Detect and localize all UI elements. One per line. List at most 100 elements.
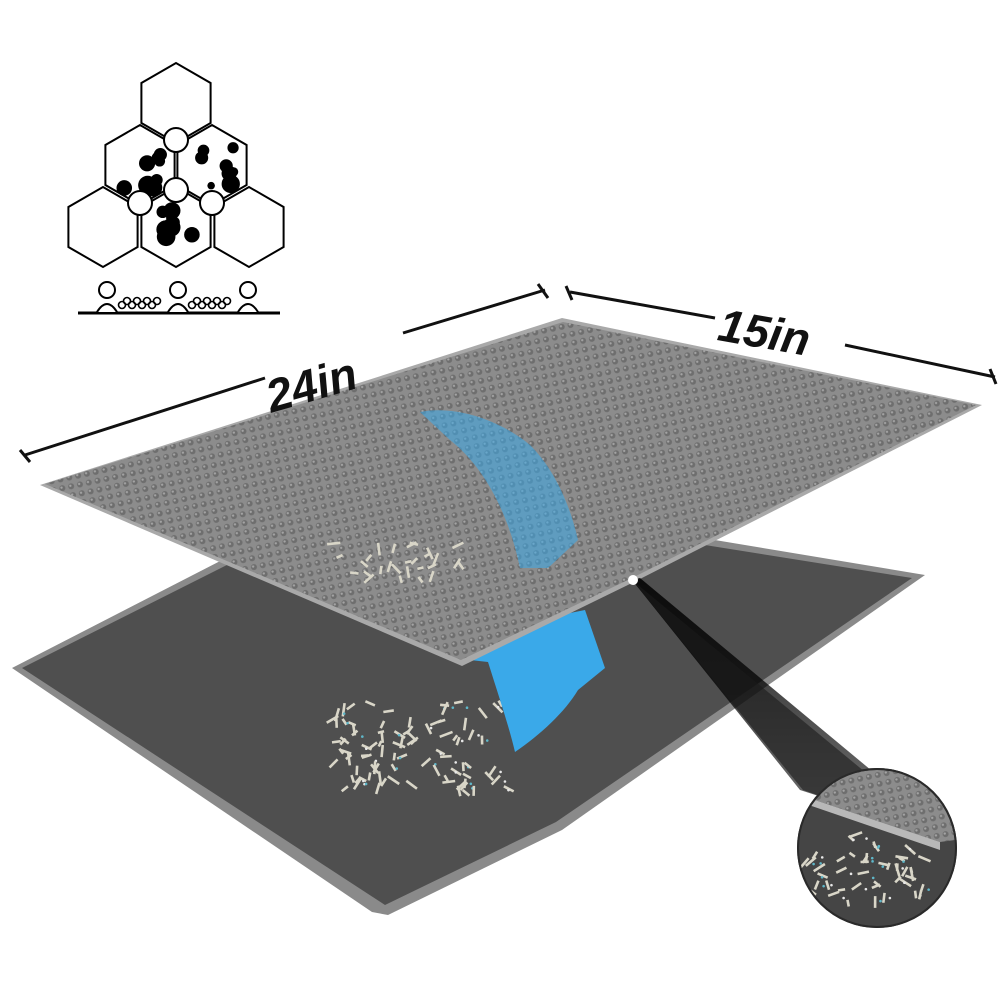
litter-piece [452, 557, 462, 570]
litter-piece [462, 717, 468, 731]
litter-piece [378, 565, 383, 575]
litter-dot [346, 721, 349, 725]
litter-piece [872, 841, 877, 849]
litter-dot [485, 739, 489, 742]
litter-scatter-top [326, 541, 465, 584]
litter-piece [367, 772, 372, 781]
litter-dot [871, 876, 875, 880]
granule-dot [195, 151, 209, 165]
litter-piece [335, 553, 344, 560]
litter-piece [917, 854, 932, 863]
litter-piece [811, 850, 819, 860]
litter-piece [909, 866, 914, 874]
litter-piece [326, 714, 339, 724]
litter-piece [386, 560, 393, 573]
litter-piece [440, 754, 452, 759]
litter-dot [507, 788, 510, 792]
litter-piece [452, 734, 459, 742]
litter-piece [409, 738, 417, 746]
litter-dot [881, 865, 885, 868]
litter-piece [390, 563, 402, 575]
litter-piece [379, 720, 386, 729]
litter-dot [865, 837, 868, 840]
honeycomb-cell [213, 185, 285, 269]
litter-piece [347, 720, 357, 727]
litter-piece [497, 700, 504, 708]
litter-dot [877, 844, 881, 848]
granule-dot [184, 227, 200, 243]
litter-dot [852, 838, 855, 842]
litter-piece [917, 890, 923, 900]
litter-piece [453, 700, 464, 705]
granule-dot [156, 220, 175, 239]
zoom-origin-dot [628, 575, 638, 585]
litter-piece [864, 852, 869, 864]
litter-dot [361, 735, 364, 738]
granule-dot [207, 181, 215, 190]
granule-dot [139, 155, 156, 172]
litter-piece [817, 872, 829, 879]
litter-piece [490, 774, 501, 786]
litter-piece [435, 748, 446, 756]
litter-piece [328, 758, 339, 769]
litter-piece [439, 730, 454, 739]
litter-piece [480, 735, 484, 745]
litter-piece [846, 899, 851, 907]
litter-piece [895, 855, 909, 860]
litter-piece [824, 880, 831, 891]
surface-bump [98, 281, 116, 299]
litter-piece [428, 570, 435, 583]
litter-dot [499, 770, 502, 774]
litter-piece [871, 883, 881, 890]
litter-piece [424, 723, 433, 735]
litter-piece [380, 732, 385, 744]
litter-dot [477, 734, 480, 737]
bottom-mat [12, 483, 925, 915]
litter-dot [819, 862, 822, 865]
litter-dot [822, 884, 825, 888]
litter-piece [326, 541, 341, 546]
litter-dot [454, 771, 458, 774]
litter-piece [387, 775, 400, 786]
litter-piece [399, 735, 405, 749]
trapped-granule [152, 296, 162, 306]
litter-dot [908, 847, 912, 851]
litter-dot [496, 705, 500, 709]
litter-piece [377, 729, 385, 735]
litter-dot [503, 780, 507, 783]
litter-dot [364, 747, 368, 751]
litter-piece [442, 779, 456, 784]
litter-piece [339, 736, 350, 745]
litter-piece [352, 777, 363, 790]
litter-piece [848, 851, 856, 858]
surface-bump-base [167, 303, 189, 313]
litter-piece [429, 719, 443, 727]
trapped-granule [222, 296, 232, 306]
litter-piece [895, 863, 899, 871]
litter-piece [380, 744, 385, 758]
curved-arrow-upper [420, 410, 578, 568]
litter-piece [383, 709, 394, 714]
litter-piece [405, 779, 418, 790]
litter-piece [355, 765, 359, 776]
litter-piece [484, 771, 495, 782]
litter-piece [904, 874, 917, 881]
litter-piece [374, 782, 381, 795]
litter-piece [455, 736, 461, 746]
litter-piece [407, 716, 412, 728]
honeycomb-cells-icon [67, 61, 285, 315]
cell-node [199, 190, 225, 216]
litter-dot [469, 782, 473, 786]
surface-bump [239, 281, 257, 299]
litter-dot [888, 896, 892, 900]
litter-piece [894, 875, 902, 884]
litter-piece [878, 861, 889, 867]
litter-piece [462, 772, 472, 780]
litter-piece [467, 729, 475, 741]
litter-dot [465, 706, 469, 710]
litter-piece [503, 785, 515, 793]
litter-piece [341, 718, 348, 726]
litter-dot [398, 756, 402, 760]
